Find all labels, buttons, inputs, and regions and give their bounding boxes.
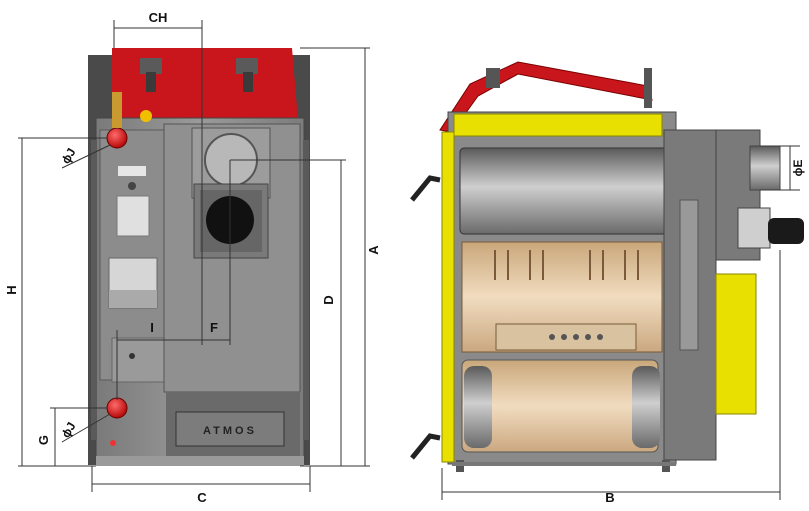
top-fitting-left — [140, 58, 162, 74]
drain-valve — [110, 440, 116, 446]
section-top-panel — [453, 113, 663, 137]
label-F: F — [210, 320, 218, 335]
nozzle-holes — [549, 334, 603, 340]
section-base — [452, 462, 676, 466]
brand-plate — [175, 411, 285, 447]
front-view: ATMOS — [88, 48, 310, 466]
thermostat-stub — [644, 68, 652, 108]
side-rail-left — [91, 140, 97, 440]
label-CH: CH — [149, 10, 168, 25]
top-lever — [486, 68, 500, 88]
lower-door-handle — [410, 433, 441, 460]
label-D: D — [321, 295, 336, 304]
firebrick-slots — [494, 250, 639, 280]
upper-door-handle — [410, 175, 441, 202]
label-plate — [118, 166, 146, 176]
control-unit-base — [109, 290, 157, 308]
label-C: C — [197, 490, 207, 505]
front-base — [96, 456, 304, 466]
indicator-dot — [128, 182, 136, 190]
fan-housing — [737, 207, 771, 249]
label-G: G — [36, 435, 51, 445]
label-I: I — [150, 320, 154, 335]
brand-plate-text: ATMOS — [203, 425, 257, 437]
label-J-bottom: ϕJ — [59, 420, 79, 441]
lower-chamber-back — [632, 366, 660, 448]
fuel-chamber — [459, 147, 675, 235]
label-H: H — [4, 285, 19, 294]
rear-duct — [679, 199, 699, 351]
label-A: A — [366, 245, 381, 255]
lower-panel-dot — [129, 353, 135, 359]
section-front-wall — [441, 131, 455, 463]
lower-chamber-front — [464, 366, 492, 448]
lower-panel — [111, 337, 165, 383]
top-fitting-right — [236, 58, 258, 74]
dimension-labels: CH H A D G I F C B ϕJ ϕJ ϕE — [4, 10, 805, 505]
valve-knob — [140, 110, 152, 122]
red-top-cover — [112, 48, 298, 122]
thermometer-panel — [116, 195, 150, 237]
side-rail-right — [303, 140, 309, 440]
flue-outlet — [749, 145, 781, 191]
label-E: ϕE — [791, 160, 805, 177]
connection-j-bottom — [106, 397, 128, 419]
label-J-top: ϕJ — [59, 146, 79, 167]
valve-pipe — [112, 92, 122, 128]
label-B: B — [605, 490, 614, 505]
section-view — [410, 61, 804, 472]
top-pipe-right — [243, 72, 253, 92]
rear-yellow-panel — [715, 273, 757, 415]
dimension-lines — [18, 20, 800, 500]
fan-motor — [768, 218, 804, 244]
top-pipe-left — [146, 72, 156, 92]
